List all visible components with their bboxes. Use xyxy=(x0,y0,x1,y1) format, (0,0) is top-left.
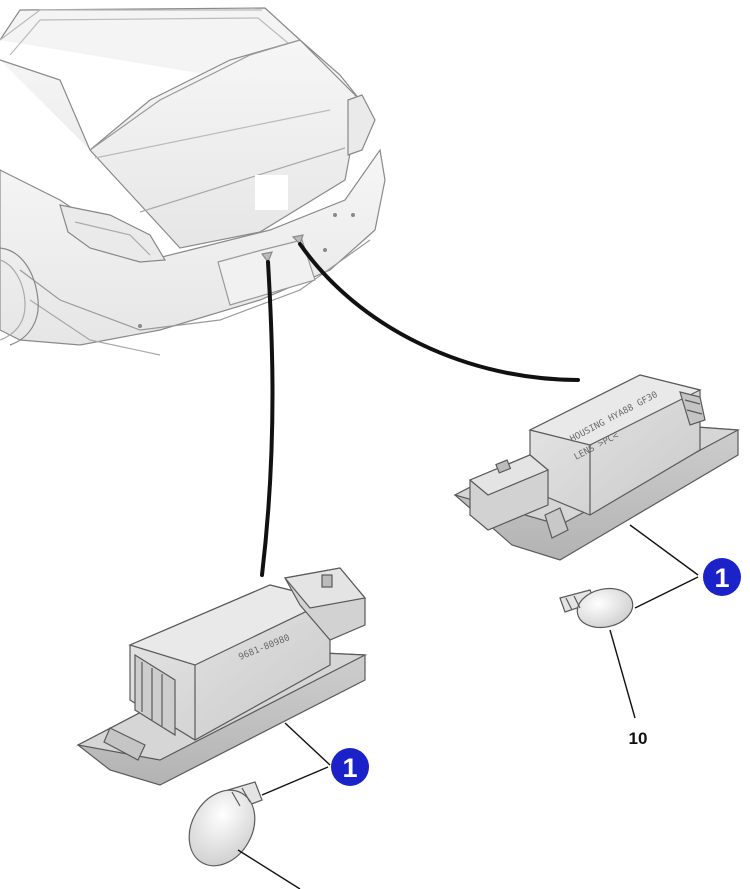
left-callout-leader-housing xyxy=(284,722,331,766)
right-callout-leader-housing xyxy=(629,524,699,576)
left-lamp-housing xyxy=(76,567,368,786)
right-bulb xyxy=(559,587,634,629)
car-rear-illustration xyxy=(0,7,386,356)
leader-lines xyxy=(260,242,580,577)
leader-line-right xyxy=(298,242,580,382)
callout-badge-left xyxy=(331,748,369,786)
callout-left: 1 xyxy=(331,748,369,786)
left-bulb xyxy=(188,781,263,867)
callout-number-left: 1 xyxy=(342,753,357,783)
leader-line-left xyxy=(260,260,275,577)
right-callout-leader-bulb xyxy=(634,576,699,609)
left-callout-leader-bulb xyxy=(261,766,329,796)
redacted-patch xyxy=(255,175,288,210)
callout-badge-right xyxy=(703,558,741,596)
callout-right: 1 xyxy=(703,558,741,596)
callout-leaders xyxy=(237,524,699,889)
bottom-leader xyxy=(237,849,301,889)
ref-10-leader xyxy=(609,629,636,719)
right-lamp-housing xyxy=(453,374,741,561)
reference-number-label: 10 xyxy=(629,729,648,748)
callout-number-right: 1 xyxy=(714,563,729,593)
